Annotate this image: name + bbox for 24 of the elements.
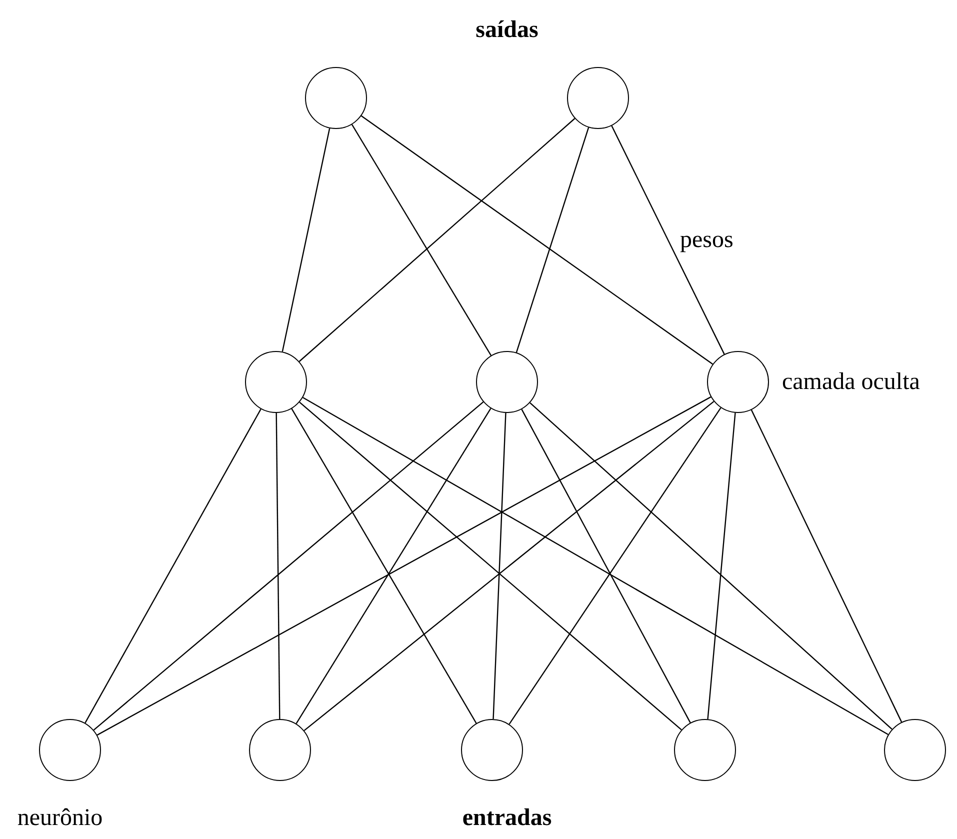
connection-line bbox=[750, 410, 902, 722]
layer-heading: saídas bbox=[476, 18, 538, 42]
connection-line bbox=[707, 412, 736, 720]
node-caption: neurônio bbox=[17, 806, 103, 830]
connection-line bbox=[530, 402, 892, 730]
layer-heading: entradas bbox=[462, 806, 552, 830]
connection-line bbox=[84, 408, 262, 724]
connection-line bbox=[298, 118, 576, 362]
connection-line bbox=[611, 126, 725, 354]
connection-line bbox=[521, 409, 691, 723]
weights-label: pesos bbox=[680, 228, 734, 252]
connection-line bbox=[508, 407, 722, 725]
connection-line bbox=[93, 402, 484, 730]
connection-line bbox=[96, 396, 712, 736]
connection-line bbox=[516, 127, 590, 353]
connection-line bbox=[492, 412, 506, 720]
neuron-circle bbox=[476, 351, 538, 413]
neuron-circle bbox=[707, 351, 769, 413]
connection-line bbox=[282, 128, 330, 352]
connection-line bbox=[302, 396, 888, 736]
connection-line bbox=[360, 115, 714, 365]
connection-line bbox=[351, 124, 492, 356]
node-caption: camada oculta bbox=[782, 370, 920, 394]
connection-line bbox=[276, 413, 280, 719]
